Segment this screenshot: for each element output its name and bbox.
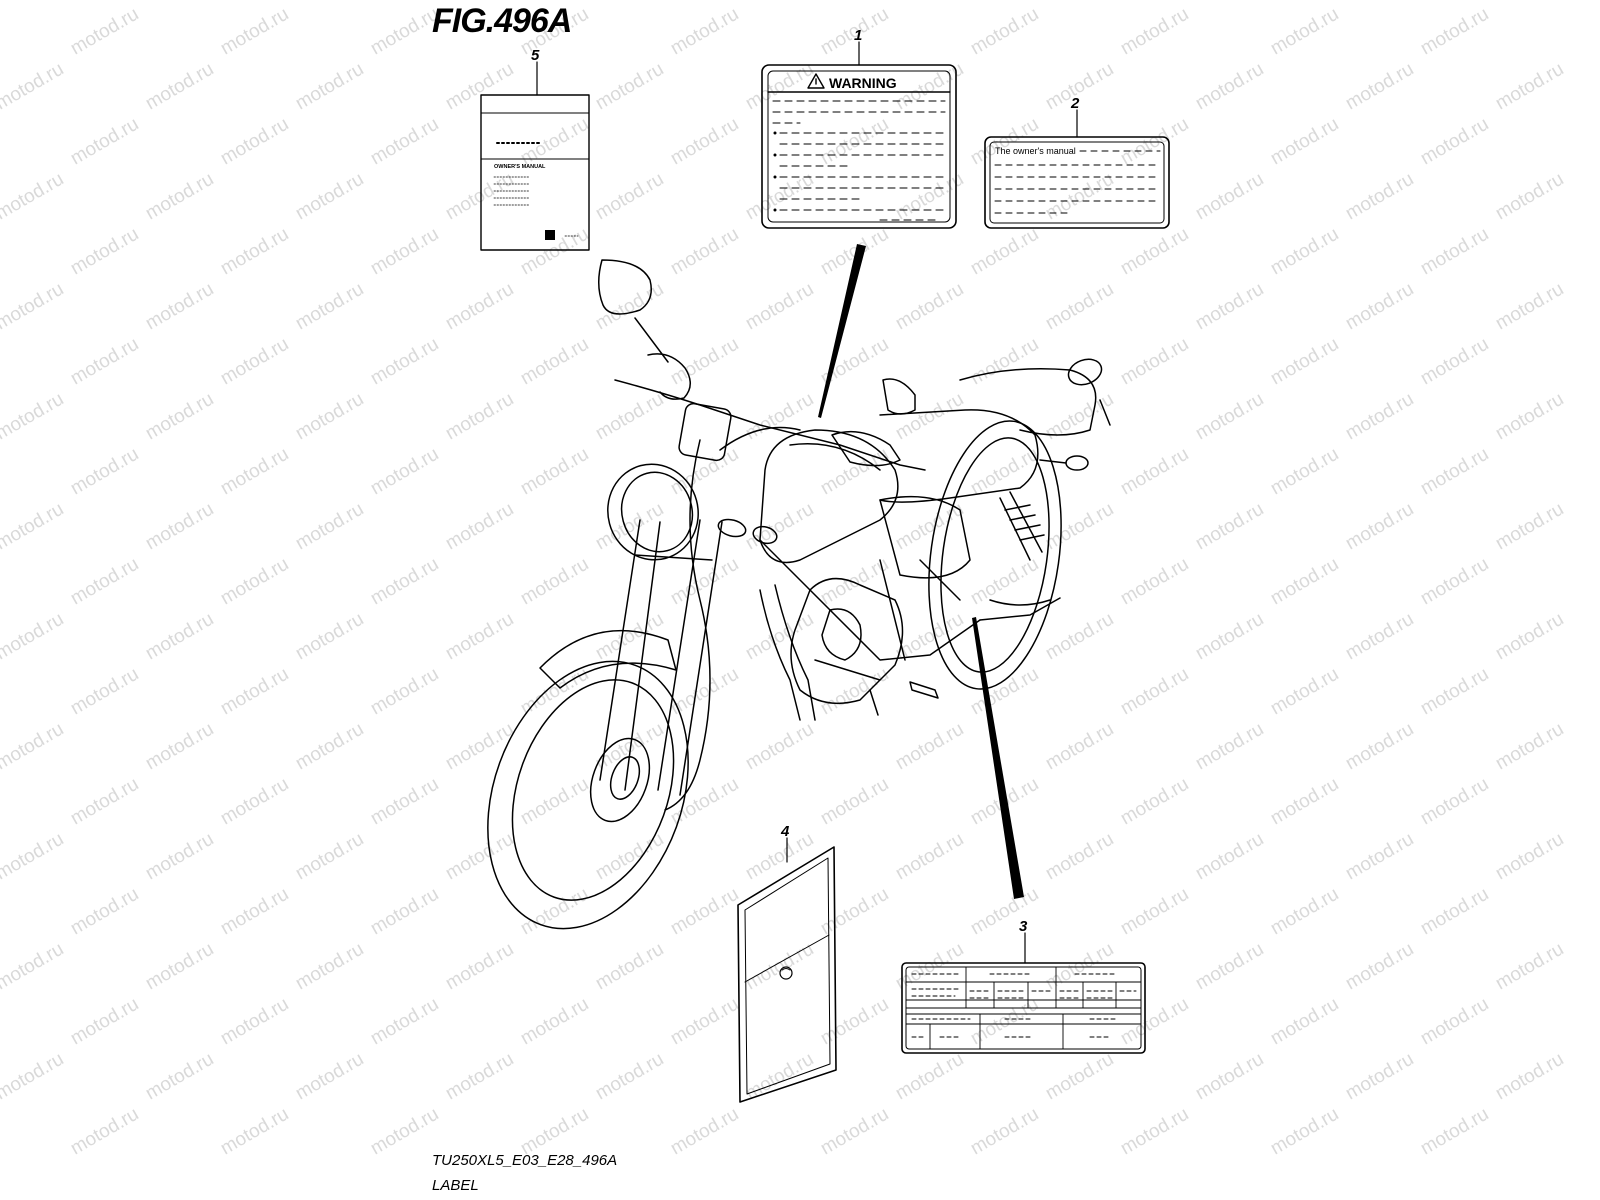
callout-number-4: 4 (780, 823, 790, 840)
leader-line-1 (818, 244, 866, 418)
owners-manual-label-text: The owner's manual (995, 146, 1076, 156)
owners-manual-booklet: OWNER'S MANUAL (480, 94, 590, 251)
warning-label: WARNING (761, 64, 957, 229)
figure-code: TU250XL5_E03_E28_496A (432, 1152, 618, 1169)
callout-number-5: 5 (531, 47, 540, 64)
motorcycle-drawing (487, 259, 1111, 930)
leader-lines (536, 41, 1078, 964)
callout-number-2: 2 (1070, 95, 1080, 112)
figure-caption: LABEL (432, 1177, 479, 1194)
information-label (901, 962, 1146, 1054)
figure-title: FIG.496A (432, 2, 572, 40)
warning-triangle-icon (807, 73, 825, 89)
owners-manual-label: The owner's manual (984, 136, 1170, 229)
warning-heading: WARNING (829, 75, 897, 91)
sleeve (737, 846, 837, 1103)
leader-line-3 (972, 617, 1024, 899)
callout-number-3: 3 (1019, 918, 1028, 935)
manual-cover-title: OWNER'S MANUAL (494, 164, 546, 170)
brand-logo-icon (545, 230, 555, 240)
callout-number-1: 1 (854, 27, 862, 44)
